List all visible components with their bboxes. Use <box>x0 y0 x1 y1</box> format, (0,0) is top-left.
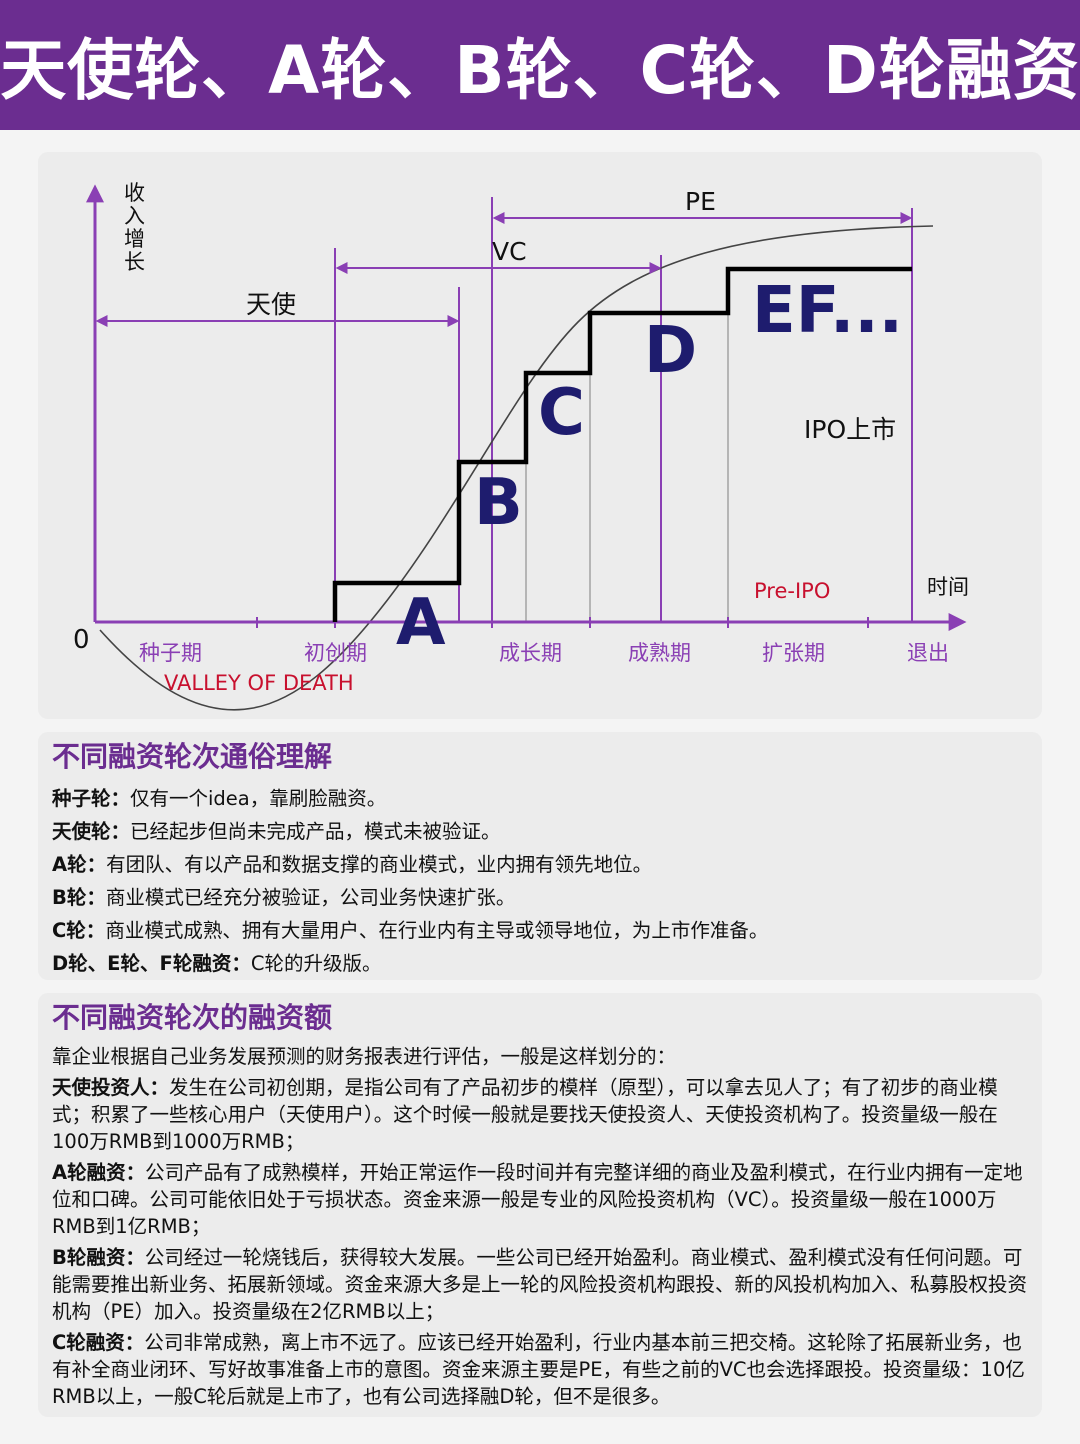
round-a-label: A <box>396 586 446 660</box>
round-term: D轮、E轮、F轮融资： <box>52 952 251 975</box>
round-d-label: D <box>644 314 697 388</box>
rounds-explained-card: 不同融资轮次通俗理解 种子轮：仅有一个idea，靠刷脸融资。 天使轮：已经起步但… <box>38 732 1042 980</box>
funding-b: B轮融资：公司经过一轮烧钱后，获得较大发展。一些公司已经开始盈利。商业模式、盈利… <box>52 1244 1028 1325</box>
funding-term: C轮融资： <box>52 1331 145 1354</box>
origin-label: 0 <box>73 625 90 655</box>
funding-diagram: 收 入 增 长 0 时间 天使 VC PE A B C D EF... IPO上… <box>73 181 969 711</box>
round-desc-def: D轮、E轮、F轮融资：C轮的升级版。 <box>52 947 1028 980</box>
pre-ipo-label: Pre-IPO <box>754 579 830 603</box>
x-axis-label: 时间 <box>927 575 969 599</box>
growth-curve <box>99 225 934 711</box>
round-term: B轮： <box>52 886 106 909</box>
page-title: 天使轮、A轮、B轮、C轮、D轮融资 <box>0 32 1080 109</box>
stage-labels: 种子期 初创期 成长期 成熟期 扩张期 退出 <box>139 641 949 665</box>
ipo-label: IPO上市 <box>804 415 896 444</box>
section-title: 不同融资轮次的融资额 <box>52 1001 333 1034</box>
round-desc-text: 已经起步但尚未完成产品，模式未被验证。 <box>130 820 501 843</box>
round-desc-c: C轮：商业模式成熟、拥有大量用户、在行业内有主导或领导地位，为上市作准备。 <box>52 914 1028 947</box>
round-b-label: B <box>474 466 523 540</box>
round-term: A轮： <box>52 853 107 876</box>
funding-c: C轮融资：公司非常成熟，离上市不远了。应该已经开始盈利，行业内基本前三把交椅。这… <box>52 1329 1028 1410</box>
y-axis-label-char-3: 增 <box>124 227 145 251</box>
round-desc-a: A轮：有团队、有以产品和数据支撑的商业模式，业内拥有领先地位。 <box>52 848 1028 881</box>
angel-span-label: 天使 <box>246 290 296 319</box>
stage-divider-lines <box>334 197 913 622</box>
funding-text: 公司经过一轮烧钱后，获得较大发展。一些公司已经开始盈利。商业模式、盈利模式没有任… <box>52 1246 1028 1323</box>
y-axis-label-char-4: 长 <box>124 250 145 274</box>
funding-amounts-card: 不同融资轮次的融资额 靠企业根据自己业务发展预测的财务报表进行评估，一般是这样划… <box>38 993 1042 1417</box>
funding-intro: 靠企业根据自己业务发展预测的财务报表进行评估，一般是这样划分的： <box>52 1045 677 1068</box>
stage-label: 种子期 <box>139 641 202 665</box>
round-desc-angel: 天使轮：已经起步但尚未完成产品，模式未被验证。 <box>52 815 1028 848</box>
section-title: 不同融资轮次通俗理解 <box>52 740 333 773</box>
y-axis-label-char-1: 收 <box>124 181 145 205</box>
header-banner: 天使轮、A轮、B轮、C轮、D轮融资 <box>0 0 1080 130</box>
stage-label: 初创期 <box>304 641 367 665</box>
pe-span-label: PE <box>685 187 716 216</box>
funding-term: 天使投资人： <box>52 1076 170 1099</box>
valley-of-death-label: VALLEY OF DEATH <box>164 671 354 695</box>
round-term: C轮： <box>52 919 106 942</box>
stage-label: 扩张期 <box>762 641 825 665</box>
round-desc-text: 商业模式已经充分被验证，公司业务快速扩张。 <box>105 886 516 909</box>
funding-term: B轮融资： <box>52 1246 145 1269</box>
stage-label: 退出 <box>907 641 949 665</box>
round-desc-text: 有团队、有以产品和数据支撑的商业模式，业内拥有领先地位。 <box>106 853 653 876</box>
funding-angel: 天使投资人：发生在公司初创期，是指公司有了产品初步的模样（原型），可以拿去见人了… <box>52 1074 1028 1155</box>
stage-label: 成长期 <box>499 641 562 665</box>
funding-term: A轮融资： <box>52 1161 146 1184</box>
funding-text: 发生在公司初创期，是指公司有了产品初步的模样（原型），可以拿去见人了；有了初步的… <box>52 1076 998 1153</box>
vc-span-label: VC <box>492 237 527 266</box>
funding-text: 公司非常成熟，离上市不远了。应该已经开始盈利，行业内基本前三把交椅。这轮除了拓展… <box>52 1331 1025 1408</box>
funding-a: A轮融资：公司产品有了成熟模样，开始正常运作一段时间并有完整详细的商业及盈利模式… <box>52 1159 1028 1240</box>
funding-text: 公司产品有了成熟模样，开始正常运作一段时间并有完整详细的商业及盈利模式，在行业内… <box>52 1161 1023 1238</box>
guide-lines <box>525 314 729 622</box>
stage-label: 成熟期 <box>628 641 691 665</box>
funding-diagram-card: 收 入 增 长 0 时间 天使 VC PE A B C D EF... IPO上… <box>38 152 1042 719</box>
x-axis-ticks <box>256 617 869 628</box>
round-term: 种子轮： <box>52 787 131 810</box>
round-c-label: C <box>538 376 585 450</box>
y-axis-label-char-2: 入 <box>124 204 145 228</box>
round-desc-seed: 种子轮：仅有一个idea，靠刷脸融资。 <box>52 782 1028 815</box>
round-ef-label: EF... <box>752 274 903 348</box>
round-desc-b: B轮：商业模式已经充分被验证，公司业务快速扩张。 <box>52 881 1028 914</box>
funding-staircase <box>332 266 912 622</box>
round-desc-text: 仅有一个idea，靠刷脸融资。 <box>130 787 387 810</box>
round-term: 天使轮： <box>52 820 131 843</box>
round-desc-text: C轮的升级版。 <box>250 952 382 975</box>
round-desc-text: 商业模式成熟、拥有大量用户、在行业内有主导或领导地位，为上市作准备。 <box>105 919 769 942</box>
